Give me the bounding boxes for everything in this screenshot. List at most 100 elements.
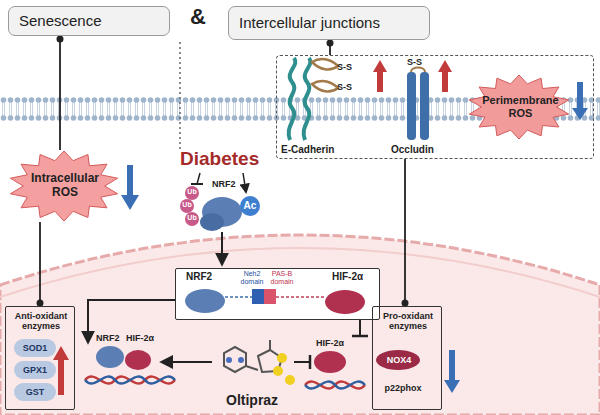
e-cadherin [289,58,338,140]
box-title: Anti-oxidant enzymes [9,311,73,332]
trend-arrow [438,60,452,92]
burst-shape [10,151,117,221]
enzyme-box: Anti-oxidant enzymesSOD1GPX1GST [5,306,75,410]
dna-helix [305,382,365,389]
nrf2-hif-complex [176,269,379,319]
trend-arrow [53,10,588,395]
node-text: Perimembrane ROS [481,94,560,119]
oltipraz-molecule [226,357,232,363]
connector [59,36,61,150]
dna-helix [305,382,365,389]
nrf2-protein [180,186,260,264]
ros-burst: Intracellular ROS [8,150,122,222]
trend-arrow [121,165,139,210]
disulfide-label: S-S [407,57,422,67]
nucleus [0,235,600,415]
connector [404,159,406,306]
dna-helix [85,377,175,384]
connector [327,40,334,56]
enzyme-pill: GPX1 [14,361,56,379]
nucleus [0,235,600,415]
nrf2-hif-complex [264,289,276,304]
drug-label: Oltipraz [226,392,278,408]
nrf2-protein [185,186,199,200]
protein-label: HIF-2α [332,271,363,283]
protein-label: p22phox [377,383,429,393]
connector [57,36,64,151]
protein-label: NRF2 [96,333,120,343]
divider-line [179,42,181,150]
nrf2-hif-complex [185,289,225,313]
protein-label: HIF-2α [316,338,344,348]
disulfide-label: S-S [337,82,352,92]
condition-label: Diabetes [180,148,259,170]
node-text: GPX1 [23,365,47,375]
protein-label: NRF2 [186,271,212,283]
node-text: Senescence [19,12,102,29]
nrf2-protein [221,232,223,264]
node-text: GST [26,387,45,397]
trend-arrow [373,60,387,92]
outcome-box: Intercellular junctions [228,6,430,40]
modification-label: Ac [240,200,260,212]
e-cadherin [312,81,338,91]
connector [402,159,409,307]
pathway-arrow [309,355,312,369]
modification-label: Ub [180,201,194,209]
node-text: Intercellular junctions [239,14,380,31]
domain-label: PAS-B domain [266,270,298,286]
pathway-arrow [294,361,309,363]
occludin [420,72,429,140]
burst-shape [469,75,568,139]
oltipraz-molecule [277,353,287,363]
protein-label: Occludin [391,144,434,156]
connector [37,222,44,307]
oltipraz-molecule [285,375,295,385]
occludin [407,72,416,140]
oltipraz-molecule [273,366,283,376]
conjunction: & [190,4,206,29]
disulfide-label: S-S [337,62,352,72]
nrf2-hif-complex [225,296,252,298]
domain-label: Neh2 domain [238,270,266,286]
dna-helix [85,377,365,389]
protein-label: NRF2 [212,179,236,189]
connector [327,40,334,47]
transcription-factor [314,351,346,373]
enzyme-box: Pro-oxidant enzymesNOX4 p22phox [372,306,442,410]
diabetes-effect [191,173,246,192]
connector [39,222,41,306]
e-cadherin [312,59,338,69]
oltipraz-molecule [238,357,244,363]
transcription-factor [125,350,151,370]
protein-label: NOX4 [377,355,421,365]
box-title: Pro-oxidant enzymes [376,311,440,332]
diabetes-effect [197,173,200,184]
nrf2-protein [200,213,224,231]
pathway-arrow [162,361,212,363]
enzyme-pill: GST [14,383,56,401]
nrf2-hif-complex [325,290,365,314]
occludin [411,68,425,73]
nrf2-hif-complex [252,289,264,304]
e-cadherin [289,58,296,140]
oltipraz-molecule [269,340,271,350]
trend-arrow [444,350,460,393]
diabetes-effect [243,173,246,192]
oltipraz-molecule [224,347,246,372]
junction-panel: S-SS-SS-SE-CadherinOccludinPerimembrane … [276,55,594,159]
transcription-factor [96,346,124,368]
nrf2-protein [180,199,194,213]
enzyme-pill: SOD1 [14,339,56,357]
connector [57,36,64,43]
diabetes-effect [191,183,203,185]
e-cadherin [304,58,311,140]
modification-label: Ub [185,214,199,222]
modification-label: Ub [185,188,199,196]
pathway-arrow [352,335,368,338]
nrf2-protein [240,196,260,216]
outcome-box: Senescence [8,6,170,36]
